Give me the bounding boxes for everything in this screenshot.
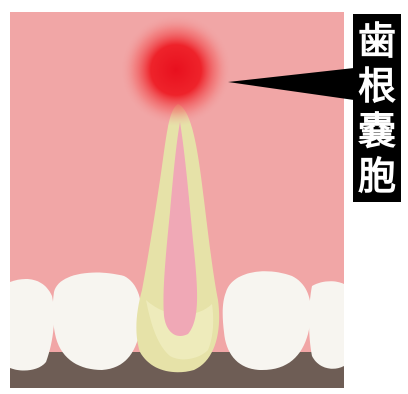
label-char-2: 根 (358, 67, 396, 105)
label-char-1: 歯 (358, 22, 396, 60)
tooth-right-edge (309, 281, 344, 369)
root-cyst (120, 14, 232, 126)
label-char-4: 胞 (358, 157, 396, 195)
tooth-left (53, 273, 142, 370)
label-char-3: 嚢 (358, 112, 396, 150)
tooth-left-edge (10, 279, 54, 371)
label-box: 歯 根 嚢 胞 (353, 14, 401, 202)
